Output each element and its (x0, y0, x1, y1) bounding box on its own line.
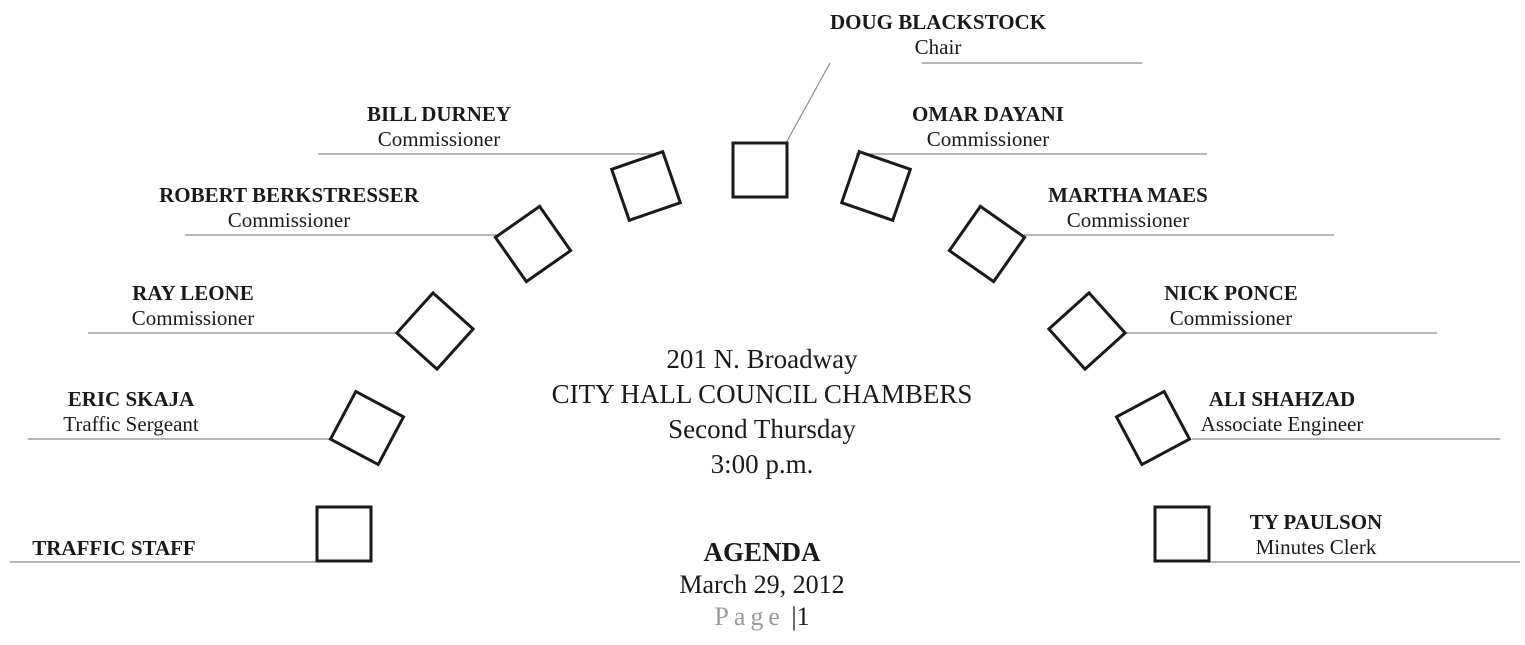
seat-staff (315, 505, 373, 563)
member-name: BILL DURNEY (366, 102, 512, 126)
member-label-leone: RAY LEONE Commissioner (132, 281, 255, 331)
page-word: Page (714, 602, 785, 631)
member-role: Commissioner (131, 306, 255, 330)
seat-shahzad (1114, 389, 1192, 467)
venue-schedule: Second Thursday (668, 414, 856, 444)
venue-time: 3:00 p.m. (710, 449, 814, 479)
agenda-date: March 29, 2012 (679, 570, 845, 599)
member-role: Commissioner (1066, 208, 1190, 232)
agenda-title: AGENDA (703, 537, 821, 567)
member-role: Traffic Sergeant (63, 412, 199, 436)
member-role: Associate Engineer (1200, 412, 1364, 436)
seat-skaja (328, 389, 406, 467)
member-name: RAY LEONE (132, 281, 254, 305)
member-role: Commissioner (227, 208, 351, 232)
member-name: ERIC SKAJA (67, 387, 195, 411)
member-label-staff: TRAFFIC STAFF (32, 536, 196, 561)
member-role: Commissioner (1169, 306, 1293, 330)
seat-leone (394, 290, 476, 372)
member-label-durney: BILL DURNEY Commissioner (367, 102, 511, 152)
member-name: ALI SHAHZAD (1208, 387, 1356, 411)
seat-berkstresser (493, 204, 573, 284)
member-label-ponce: NICK PONCE Commissioner (1164, 281, 1298, 331)
agenda-block: AGENDA March 29, 2012 Page |1 (679, 536, 844, 633)
member-label-dayani: OMAR DAYANI Commissioner (912, 102, 1064, 152)
member-name: DOUG BLACKSTOCK (829, 10, 1047, 34)
member-name: OMAR DAYANI (912, 102, 1064, 126)
member-label-maes: MARTHA MAES Commissioner (1048, 183, 1208, 233)
leader-chair (785, 62, 831, 144)
member-role: Chair (914, 35, 962, 59)
member-label-skaja: ERIC SKAJA Traffic Sergeant (63, 387, 199, 437)
venue-room: CITY HALL COUNCIL CHAMBERS (551, 379, 973, 409)
seat-maes (947, 204, 1027, 284)
seat-paulson (1153, 505, 1211, 563)
member-name: TRAFFIC STAFF (32, 536, 196, 560)
member-role: Commissioner (377, 127, 501, 151)
page-number-line: Page |1 (679, 601, 844, 633)
page-number: 1 (796, 602, 810, 631)
seat-chair (731, 141, 789, 199)
member-label-paulson: TY PAULSON Minutes Clerk (1250, 510, 1382, 560)
member-role: Commissioner (926, 127, 1050, 151)
member-name: TY PAULSON (1249, 510, 1383, 534)
seat-ponce (1046, 290, 1128, 372)
member-role: Minutes Clerk (1255, 535, 1377, 559)
member-label-shahzad: ALI SHAHZAD Associate Engineer (1201, 387, 1364, 437)
member-label-berkstresser: ROBERT BERKSTRESSER Commissioner (159, 183, 419, 233)
venue-block: 201 N. Broadway CITY HALL COUNCIL CHAMBE… (552, 342, 973, 482)
member-label-chair: DOUG BLACKSTOCK Chair (830, 10, 1046, 60)
venue-address: 201 N. Broadway (666, 344, 858, 374)
member-name: ROBERT BERKSTRESSER (159, 183, 419, 207)
seat-dayani (839, 149, 913, 223)
seat-durney (609, 149, 683, 223)
page-separator: | (791, 602, 797, 631)
member-name: MARTHA MAES (1048, 183, 1208, 207)
member-name: NICK PONCE (1164, 281, 1298, 305)
